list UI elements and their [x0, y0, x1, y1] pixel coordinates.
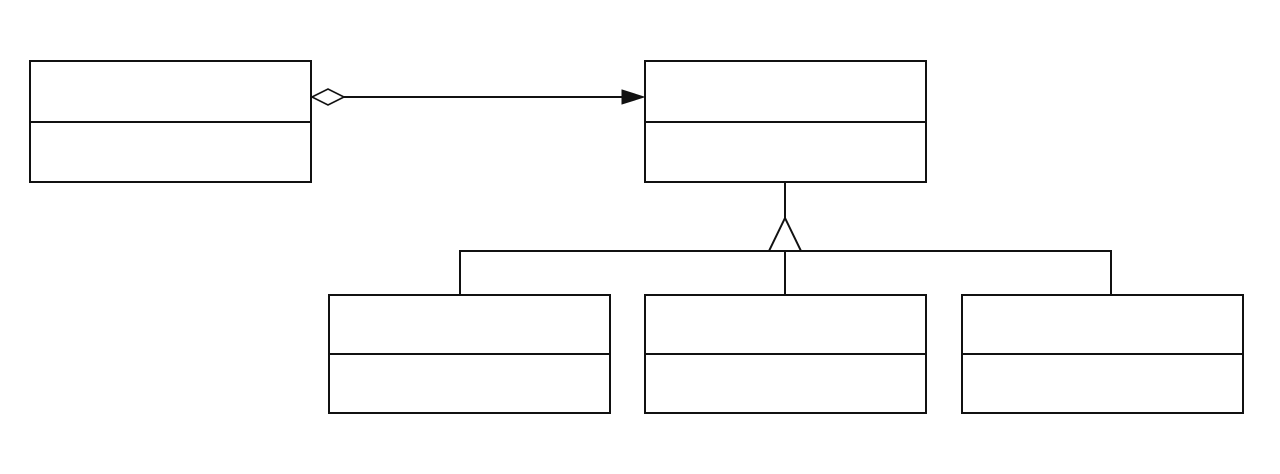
- aggregation-diamond-icon: [310, 88, 346, 106]
- class-child-3[interactable]: [961, 294, 1244, 414]
- class-client[interactable]: [29, 60, 312, 183]
- class-child-1[interactable]: [328, 294, 611, 414]
- class-component[interactable]: [644, 60, 927, 183]
- inheritance-triangle-icon: [767, 215, 803, 252]
- aggregation-connector[interactable]: [310, 88, 646, 106]
- generalization-connector[interactable]: [459, 182, 1112, 295]
- arrowhead-icon: [621, 89, 646, 105]
- class-child-2[interactable]: [644, 294, 927, 414]
